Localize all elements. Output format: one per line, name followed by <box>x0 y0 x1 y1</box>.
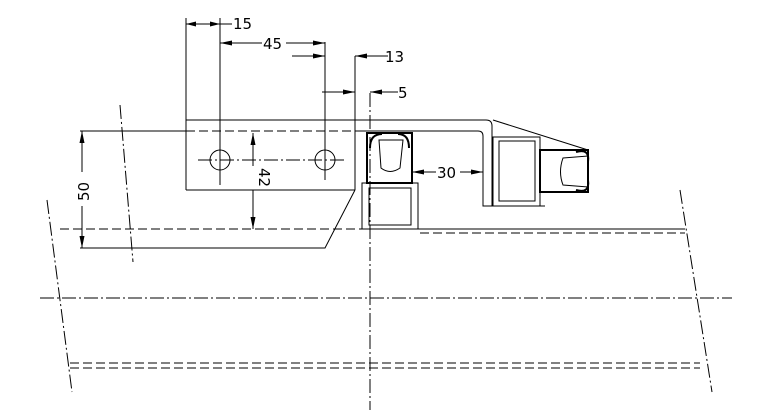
dimension-lines <box>79 18 483 248</box>
outer-lines <box>40 93 732 410</box>
seal-assembly-left <box>361 132 419 230</box>
dim-50-label: 50 <box>75 182 93 201</box>
dim-42-label: 42 <box>255 168 273 187</box>
dim-30-label: 30 <box>437 164 456 182</box>
bracket-plate <box>60 119 685 249</box>
dim-5-label: 5 <box>398 84 408 102</box>
seal-assembly-right <box>492 136 590 207</box>
dim-13-label: 13 <box>385 48 404 66</box>
dim-15-label: 15 <box>233 15 252 33</box>
dim-45-label: 45 <box>263 35 282 53</box>
